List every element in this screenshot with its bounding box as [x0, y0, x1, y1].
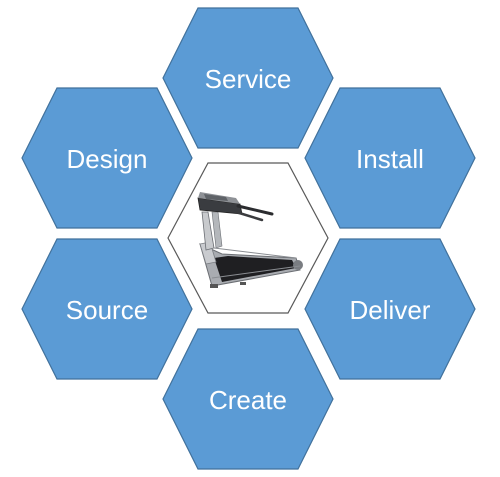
center-hex	[167, 162, 329, 314]
hex-service: Service	[162, 7, 334, 149]
hex-deliver-label: Deliver	[350, 295, 431, 325]
hex-design-label: Design	[67, 144, 148, 174]
hex-service-shape	[162, 7, 334, 149]
hex-source-shape	[21, 238, 193, 380]
hex-install: Install	[304, 87, 476, 229]
hex-deliver: Deliver	[304, 238, 476, 380]
treadmill-image	[197, 192, 303, 288]
center-hex-shape	[167, 162, 329, 314]
hex-service-label: Service	[205, 64, 292, 94]
hex-create-shape	[162, 328, 334, 470]
hex-create-label: Create	[209, 385, 287, 415]
hex-install-label: Install	[356, 144, 424, 174]
hex-install-shape	[304, 87, 476, 229]
hex-design-shape	[21, 87, 193, 229]
hex-create: Create	[162, 328, 334, 470]
hex-design: Design	[21, 87, 193, 229]
hex-deliver-shape	[304, 238, 476, 380]
hex-source: Source	[21, 238, 193, 380]
hex-source-label: Source	[66, 295, 148, 325]
